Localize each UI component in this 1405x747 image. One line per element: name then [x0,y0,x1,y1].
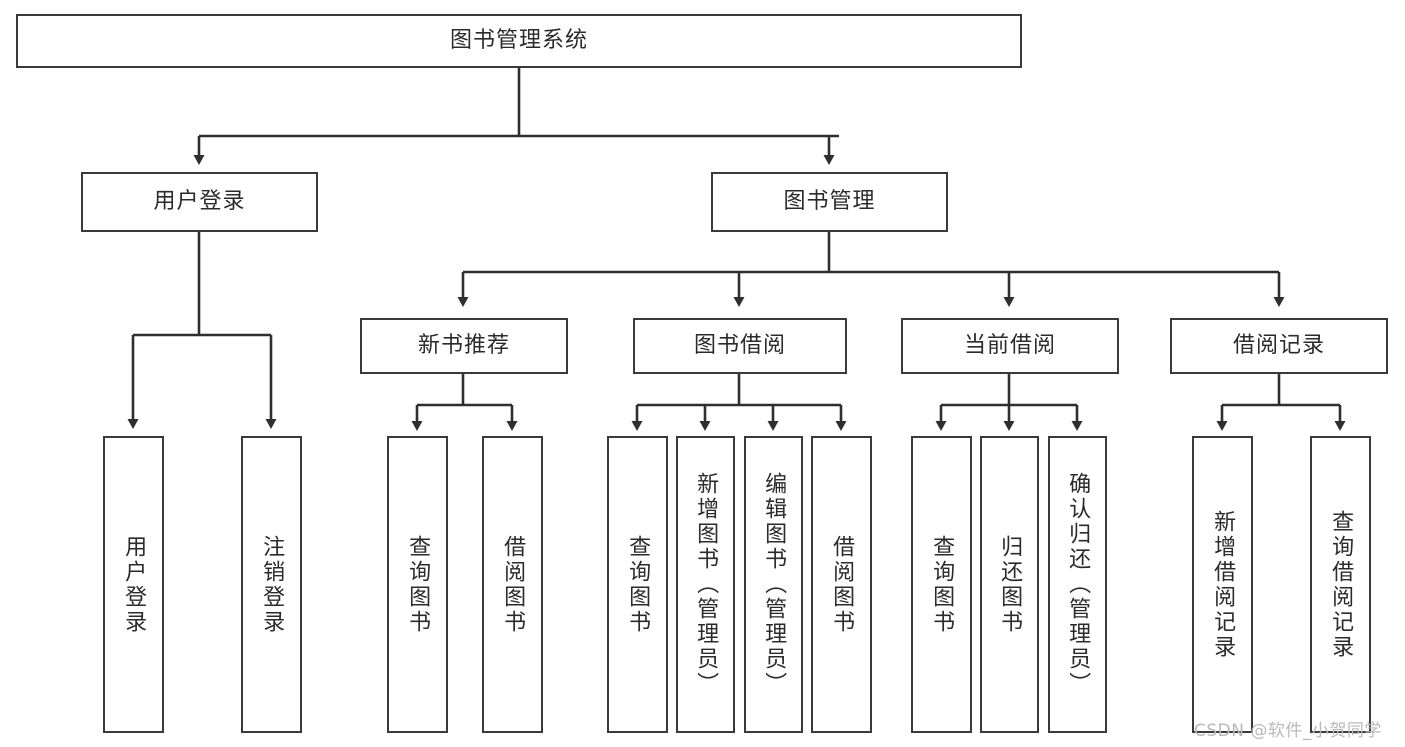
leaf-edit-book-admin[interactable]: 编辑图书（管理员） [744,436,803,733]
node-label: 查询借阅记录 [1328,509,1354,660]
leaf-query-borrow-record[interactable]: 查询借阅记录 [1310,436,1371,733]
leaf-borrow-book-1[interactable]: 借阅图书 [482,436,543,733]
leaf-add-book-admin[interactable]: 新增图书（管理员） [676,436,735,733]
node-label: 借阅图书 [500,534,526,635]
node-label: 新书推荐 [417,332,510,358]
csdn-watermark: CSDN @软件_小贺同学 [1194,721,1382,741]
node-new-book-recommend[interactable]: 新书推荐 [360,318,568,374]
node-label: 查询图书 [929,534,955,635]
node-user-login[interactable]: 用户登录 [81,172,318,232]
node-label: 编辑图书（管理员） [761,472,787,697]
node-label: 归还图书 [997,534,1023,635]
node-label: 查询图书 [625,534,651,635]
node-label: 借阅记录 [1232,332,1325,358]
node-book-borrow[interactable]: 图书借阅 [633,318,847,374]
node-label: 注销登录 [259,534,285,635]
node-label: 图书借阅 [693,332,786,358]
node-current-borrow[interactable]: 当前借阅 [901,318,1119,374]
node-label: 图书管理系统 [449,27,588,53]
node-root-system[interactable]: 图书管理系统 [16,14,1022,68]
leaf-confirm-return-admin[interactable]: 确认归还（管理员） [1048,436,1107,733]
leaf-borrow-book-2[interactable]: 借阅图书 [811,436,872,733]
node-book-manage[interactable]: 图书管理 [711,172,948,232]
leaf-return-book[interactable]: 归还图书 [980,436,1039,733]
leaf-user-login[interactable]: 用户登录 [103,436,164,733]
node-label: 确认归还（管理员） [1065,472,1091,697]
leaf-query-book-1[interactable]: 查询图书 [387,436,448,733]
node-label: 新增图书（管理员） [693,472,719,697]
node-label: 用户登录 [153,188,246,214]
leaf-logout-login[interactable]: 注销登录 [241,436,302,733]
node-label: 用户登录 [121,534,147,635]
node-label: 借阅图书 [829,534,855,635]
node-label: 图书管理 [783,188,876,214]
node-borrow-record[interactable]: 借阅记录 [1170,318,1388,374]
node-label: 新增借阅记录 [1210,509,1236,660]
node-label: 查询图书 [405,534,431,635]
leaf-add-borrow-record[interactable]: 新增借阅记录 [1192,436,1253,733]
node-label: 当前借阅 [963,332,1056,358]
leaf-query-book-3[interactable]: 查询图书 [911,436,972,733]
leaf-query-book-2[interactable]: 查询图书 [607,436,668,733]
